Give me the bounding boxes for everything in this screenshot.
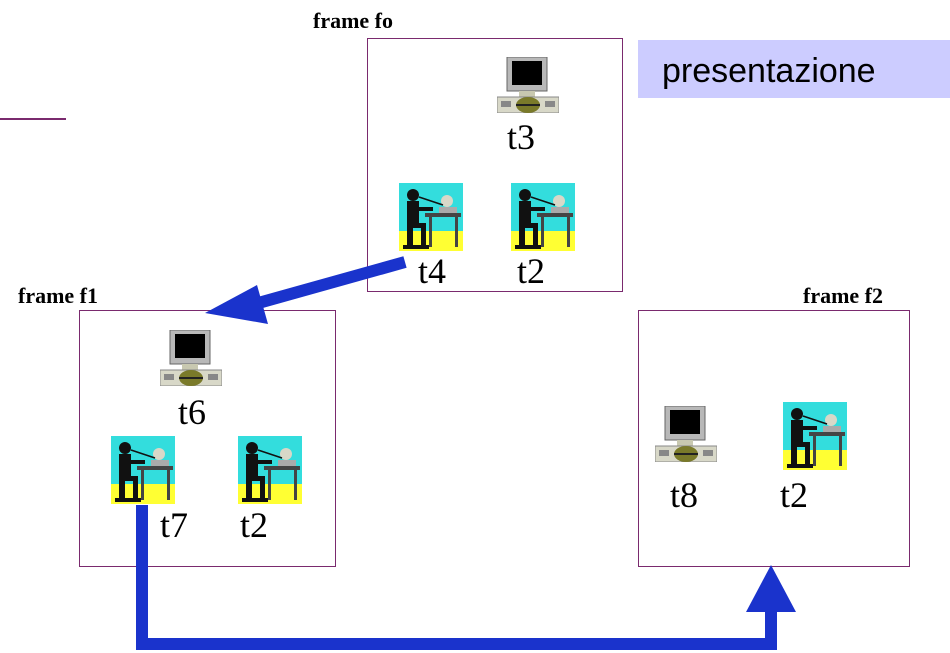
node-t2-fo-label: t2 <box>517 251 546 291</box>
frame-fo-box <box>367 38 623 292</box>
frame-f2-box <box>638 310 910 567</box>
decorative-line <box>0 118 66 120</box>
frame-fo-label: frame fo <box>313 8 394 33</box>
frame-f2-label: frame f2 <box>803 283 884 308</box>
title-box: presentazione <box>638 40 950 98</box>
frame-f1-box <box>79 310 336 567</box>
arrow-t4-to-f1 <box>205 256 407 324</box>
arrow-t7-to-f2 <box>136 505 796 650</box>
node-t8-label: t8 <box>670 475 699 515</box>
node-t6-label: t6 <box>178 392 207 432</box>
title-text: presentazione <box>662 52 876 90</box>
node-t3-label: t3 <box>507 117 536 157</box>
node-t2-f2-label: t2 <box>780 475 809 515</box>
node-t7-label: t7 <box>160 505 189 545</box>
node-t4-label: t4 <box>418 251 447 291</box>
node-t2-f1-label: t2 <box>240 505 269 545</box>
frame-f1-label: frame f1 <box>18 283 99 308</box>
